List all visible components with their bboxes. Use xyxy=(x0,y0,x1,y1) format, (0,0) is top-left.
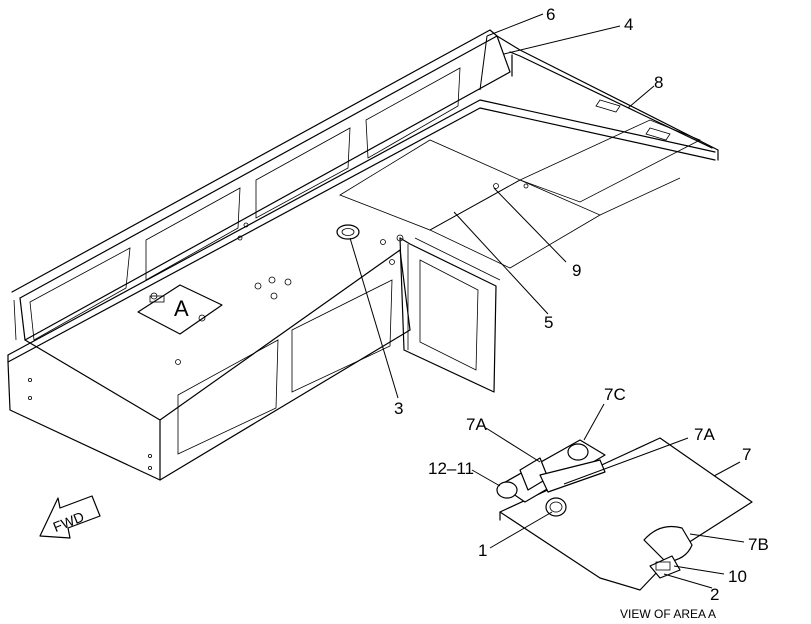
callout-1: 1 xyxy=(478,541,487,560)
callout-10: 10 xyxy=(728,567,747,586)
grommet xyxy=(336,224,360,240)
callout-7a-left: 7A xyxy=(466,415,487,434)
callout-7c: 7C xyxy=(604,385,626,404)
spring-clip xyxy=(545,497,567,517)
access-plate: A xyxy=(137,284,223,335)
callout-6: 6 xyxy=(546,5,555,24)
callout-7b: 7B xyxy=(748,535,769,554)
forward-direction-arrow: FWD xyxy=(39,495,101,539)
callout-5: 5 xyxy=(544,313,553,332)
callout-8: 8 xyxy=(654,73,663,92)
main-assembly: A xyxy=(7,29,719,481)
top-rail xyxy=(7,99,716,363)
frame-assembly xyxy=(496,35,719,161)
side-panel xyxy=(11,29,511,341)
callout-3: 3 xyxy=(394,399,403,418)
detail-view-area-a xyxy=(496,437,753,591)
callout-7a-right: 7A xyxy=(694,425,715,444)
detail-caption: VIEW OF AREA A xyxy=(620,607,716,621)
cover-panel xyxy=(339,119,701,281)
support-bracket xyxy=(399,237,497,393)
callout-4: 4 xyxy=(624,15,633,34)
fasteners xyxy=(175,183,529,365)
leader-lines xyxy=(349,13,745,589)
callout-9: 9 xyxy=(572,261,581,280)
callout-12-11: 12–11 xyxy=(428,459,474,478)
enclosure-box xyxy=(7,249,411,481)
callout-labels: 6 4 8 9 5 3 7A 7C 7A 7 12–11 7B 10 2 1 V… xyxy=(394,5,769,621)
latch xyxy=(643,525,693,579)
callout-7: 7 xyxy=(742,445,751,464)
hinge xyxy=(496,439,606,503)
callout-2: 2 xyxy=(710,585,719,604)
area-label: A xyxy=(174,296,189,321)
